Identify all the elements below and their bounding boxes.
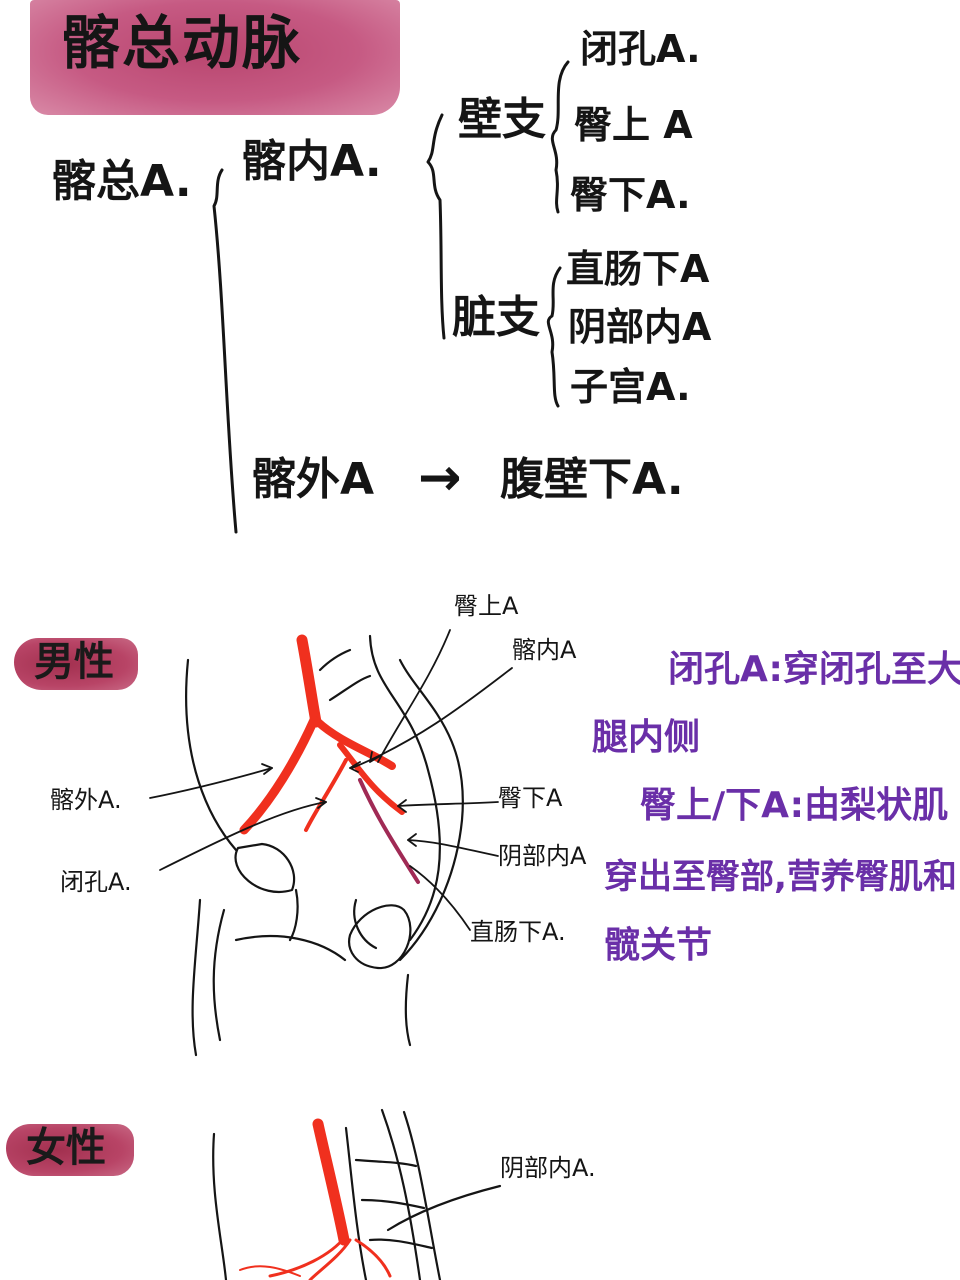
tree-visceral-brace (546, 266, 562, 408)
internal-iliac-artery (314, 718, 396, 770)
tree-visceral-item-2: 子宫A. (570, 365, 691, 409)
tree-visceral-branch: 脏支 (452, 292, 540, 343)
tree-wall-item-0: 闭孔A. (580, 27, 701, 71)
tree-internal-iliac: 髂内A. (242, 136, 382, 187)
tree-wall-item-1: 臀上 A (574, 103, 693, 147)
note-gluteal-line3: 髋关节 (604, 925, 713, 966)
tree-external-target: 腹壁下A. (500, 454, 684, 505)
tree-arrow: → (418, 448, 462, 508)
tree-external-iliac: 髂外A (252, 454, 375, 505)
label-external-iliac: 髂外A. (50, 786, 122, 814)
note-obturator-line1: 闭孔A:穿闭孔至大 (668, 649, 960, 690)
male-tag-highlight (14, 638, 138, 690)
tree-wall-brace (550, 60, 570, 214)
label-internal-pudendal: 阴部内A (498, 842, 587, 870)
female-tag-highlight (6, 1124, 134, 1176)
female-arteries (239, 1118, 392, 1280)
label-gluteal-superior: 臀上A (454, 592, 519, 620)
tree-root: 髂总A. (52, 156, 192, 207)
note-gluteal-line2: 穿出至臀部,营养臀肌和 (604, 857, 957, 897)
tree-visceral-item-0: 直肠下A (566, 247, 710, 291)
female-common-iliac (312, 1118, 350, 1246)
pudendal-artery (358, 778, 420, 884)
label-female-internal-pudendal: 阴部内A. (500, 1154, 596, 1182)
tree-internal-brace (426, 113, 446, 340)
tree-wall-branch: 壁支 (458, 94, 546, 145)
external-iliac-artery (239, 715, 319, 835)
label-inferior-rectal: 直肠下A. (470, 918, 566, 946)
male-leader-lines (149, 629, 513, 931)
page-title: 髂总动脉 (62, 9, 303, 77)
gluteal-artery (337, 742, 405, 815)
tree-trunk-line (212, 168, 238, 534)
obturator-artery (304, 758, 348, 832)
label-gluteal-inferior: 臀下A (498, 784, 563, 812)
male-arteries (239, 634, 420, 884)
male-tag: 男性 (34, 639, 114, 685)
male-pelvis-outline (185, 634, 464, 1057)
female-pelvis-outline (212, 1108, 502, 1280)
common-iliac-artery (296, 634, 322, 728)
tree-wall-item-2: 臀下A. (570, 173, 691, 217)
note-obturator-line2: 腿内侧 (592, 717, 701, 758)
note-gluteal-line1: 臀上/下A:由梨状肌 (640, 785, 949, 826)
label-internal-iliac: 髂内A (512, 636, 577, 664)
title-highlight (30, 0, 400, 115)
female-tag: 女性 (26, 1125, 106, 1171)
female-branches (268, 1234, 392, 1280)
label-obturator: 闭孔A. (60, 868, 132, 896)
tree-visceral-item-1: 阴部内A (568, 305, 712, 349)
